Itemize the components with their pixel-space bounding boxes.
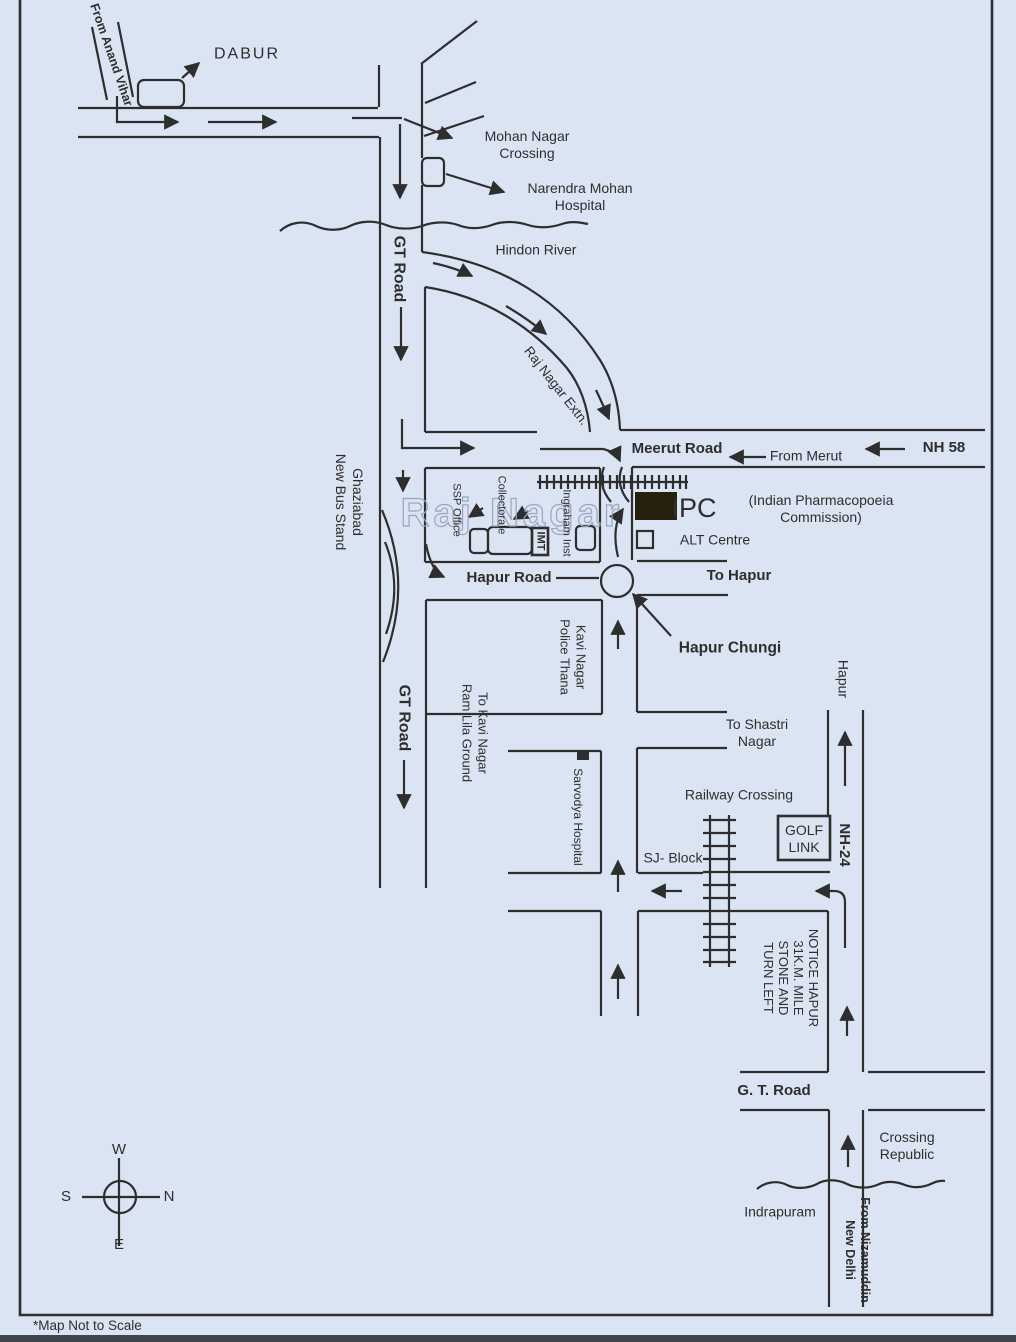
label-imt: IMT bbox=[534, 531, 547, 551]
bottom-river-line bbox=[756, 1179, 946, 1190]
map-footnote: *Map Not to Scale bbox=[33, 1317, 142, 1333]
label-narendra-mohan-hospital: Narendra Mohan Hospital bbox=[527, 180, 633, 213]
label-nh-24: NH-24 bbox=[836, 823, 853, 867]
label-gt-road-lower: GT Road bbox=[395, 684, 413, 752]
label-sarvodya-hospital: Sarvodya Hospital bbox=[571, 768, 586, 866]
kavi-nagar-block bbox=[426, 598, 604, 716]
raj-nagar-block bbox=[425, 468, 602, 564]
bus-stand-arcs bbox=[380, 509, 400, 663]
label-to-kavi-nagar-ram-lila: To Kavi Nagar Ram Lila Ground bbox=[460, 683, 491, 783]
label-gt-road-bottom: G. T. Road bbox=[737, 1082, 811, 1099]
hindon-river-line bbox=[279, 220, 589, 232]
alt-centre-building bbox=[635, 529, 655, 550]
link-road bbox=[400, 419, 622, 470]
scan-edge bbox=[0, 1335, 1016, 1342]
golf-link-building bbox=[776, 814, 832, 862]
compass-north: N bbox=[163, 1188, 175, 1205]
label-hapur-road: Hapur Road bbox=[466, 569, 552, 586]
label-hapur-chungi: Hapur Chungi bbox=[678, 639, 782, 657]
hapur-chungi-roundabout bbox=[599, 563, 635, 599]
gt-road bbox=[378, 108, 506, 888]
label-dabur: DABUR bbox=[213, 45, 281, 63]
label-meerut-road: Meerut Road bbox=[631, 440, 723, 457]
hapur-road-lines bbox=[424, 543, 728, 637]
label-hindon-river: Hindon River bbox=[495, 241, 577, 258]
label-sj-block: SJ- Block bbox=[643, 849, 703, 866]
label-ipc: IPC bbox=[671, 492, 717, 523]
label-to-shastri-nagar: To Shastri Nagar bbox=[725, 716, 789, 749]
label-hapur-vertical: Hapur bbox=[835, 659, 852, 699]
imt-building bbox=[530, 526, 550, 557]
label-gt-road-upper: GT Road bbox=[390, 235, 408, 303]
label-indrapuram: Indrapuram bbox=[744, 1203, 816, 1220]
gt-road-bottom-lines bbox=[740, 1070, 985, 1112]
compass-south: S bbox=[60, 1188, 72, 1205]
meerut-road-lines bbox=[620, 428, 985, 469]
compass-west: W bbox=[111, 1141, 127, 1158]
label-alt-centre: ALT Centre bbox=[679, 531, 751, 548]
compass-east: E bbox=[113, 1236, 125, 1253]
label-to-hapur: To Hapur bbox=[706, 567, 772, 584]
label-kavi-nagar-police-thana: Kavi Nagar Police Thana bbox=[558, 619, 589, 695]
label-nh-58: NH 58 bbox=[922, 439, 966, 456]
label-from-nizamuddin: From Nizamuddin New Delhi bbox=[843, 1197, 872, 1303]
label-mohan-nagar-crossing: Mohan Nagar Crossing bbox=[484, 128, 570, 161]
label-golf-link: GOLF LINK bbox=[784, 822, 824, 855]
label-raj-nagar-area: Raj Nagar bbox=[400, 490, 624, 535]
mohan-nagar-crossing-roads bbox=[377, 20, 485, 141]
label-notice-hapur: NOTICE HAPUR 31K.M. MILE STONE AND TURN … bbox=[761, 928, 821, 1028]
railway-line-top bbox=[537, 466, 688, 503]
south-corridor bbox=[508, 595, 727, 1016]
anand-vihar-roads bbox=[78, 21, 402, 139]
map-border bbox=[18, 0, 994, 1317]
raj-nagar-extn-road bbox=[421, 250, 622, 433]
label-ghaziabad-bus-stand: Ghaziabad New Bus Stand bbox=[333, 453, 366, 551]
ipc-building bbox=[635, 492, 677, 520]
railway-line-bottom bbox=[703, 815, 736, 967]
nh24-road bbox=[736, 710, 865, 1307]
label-crossing-republic: Crossing Republic bbox=[879, 1129, 935, 1162]
compass bbox=[82, 1158, 160, 1246]
label-from-merut: From Merut bbox=[769, 447, 843, 464]
label-ipc-full: (Indian Pharmacopoeia Commission) bbox=[748, 492, 894, 525]
ipc-block bbox=[608, 467, 727, 563]
sarvodya-hospital-building bbox=[577, 752, 589, 760]
label-collectorate: Collectorate bbox=[495, 475, 508, 535]
label-ingraham-inst: Ingraham Inst bbox=[560, 489, 573, 557]
label-railway-crossing: Railway Crossing bbox=[684, 786, 794, 803]
dabur-building bbox=[136, 61, 201, 109]
label-ssp-office: SSP Office bbox=[450, 483, 463, 537]
